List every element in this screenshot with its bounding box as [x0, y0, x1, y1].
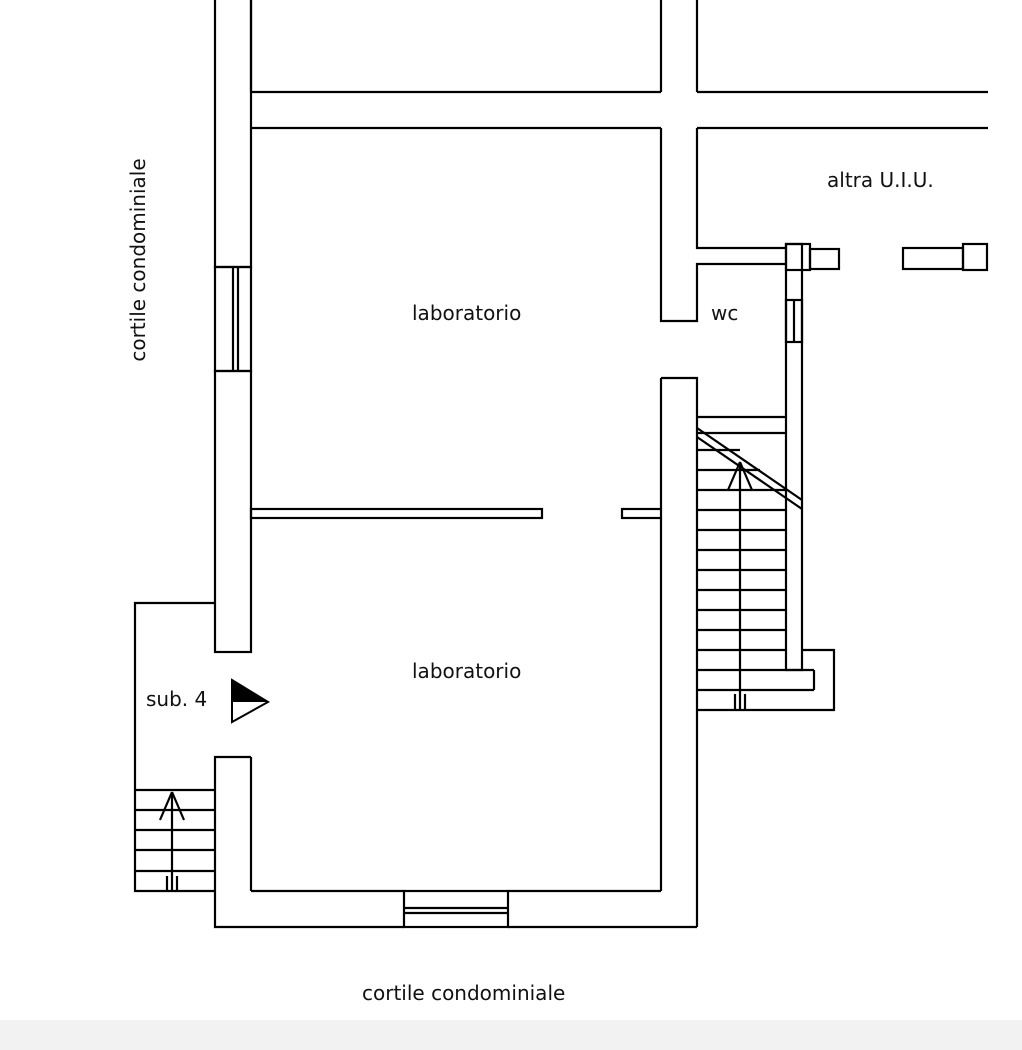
room-label-wc: wc [711, 301, 739, 325]
entrance-marker-icon [231, 678, 270, 724]
other-unit-label: altra U.I.U. [827, 168, 934, 192]
staircase-left [135, 788, 215, 891]
wall-left-upper [213, 0, 253, 269]
courtyard-label-left: cortile condominiale [126, 158, 150, 362]
courtyard-label-bottom: cortile condominiale [362, 981, 566, 1005]
staircase-right [696, 415, 836, 712]
sub-label: sub. 4 [146, 687, 208, 711]
room-label-lab-top: laboratorio [412, 301, 522, 325]
wall-left-lower [213, 369, 253, 654]
bottom-strip [0, 1020, 1022, 1050]
room-label-lab-bottom: laboratorio [412, 659, 522, 683]
partition-wall [249, 507, 544, 520]
other-unit-window [901, 246, 965, 271]
